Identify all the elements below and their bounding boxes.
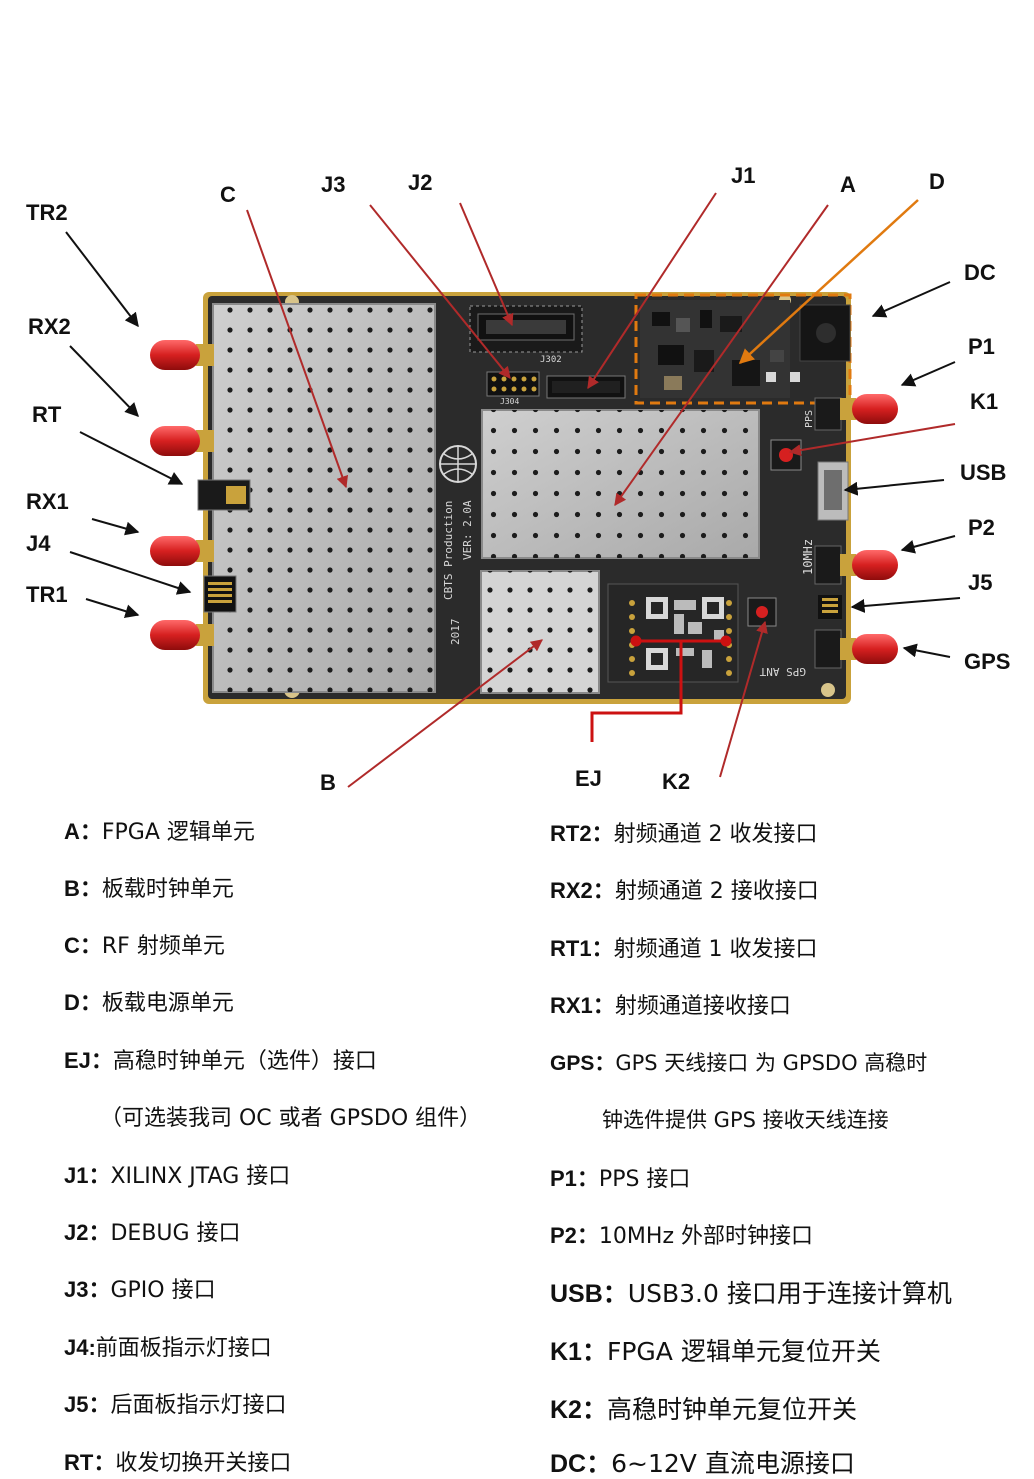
label-j5: J5 (968, 570, 993, 595)
legend-item: P2：10MHz 外部时钟接口 (550, 1223, 813, 1249)
p2-connector (840, 550, 898, 580)
p1-connector (840, 394, 898, 424)
gps-header (814, 629, 842, 669)
legend-item: （可选装我司 OC 或者 GPSDO 组件） (100, 1106, 482, 1131)
rx2-connector (150, 426, 214, 456)
freq-silkscreen: 10MHz (801, 539, 815, 575)
rx1-connector (150, 536, 214, 566)
clock-shield (480, 570, 600, 694)
gps-ant-silkscreen: GPS ANT (759, 665, 806, 678)
legend-item: DC：6~12V 直流电源接口 (550, 1449, 855, 1478)
legend-item: J2：DEBUG 接口 (64, 1220, 241, 1246)
j304-silkscreen: J304 (500, 397, 519, 406)
legend-item: RX1：射频通道接收接口 (550, 993, 791, 1019)
dc-jack (799, 304, 851, 362)
fpga-reset-button (770, 439, 802, 471)
legend-item: EJ：高稳时钟单元（选件）接口 (64, 1048, 377, 1074)
front-led-header (203, 575, 237, 613)
label-j4: J4 (26, 531, 51, 556)
label-p1: P1 (968, 334, 995, 359)
clock-reset-button (747, 597, 777, 627)
legend-item: J3：GPIO 接口 (64, 1277, 216, 1303)
label-d: D (929, 169, 945, 194)
legend-item: RX2：射频通道 2 接收接口 (550, 878, 819, 904)
oscillator-socket (607, 583, 739, 683)
legend-item: GPS：GPS 天线接口 为 GPSDO 高稳时 (550, 1051, 928, 1075)
label-j1: J1 (731, 163, 756, 188)
year-silkscreen: 2017 (449, 619, 462, 646)
legend-item: K1：FPGA 逻辑单元复位开关 (550, 1337, 881, 1366)
gpio-header (486, 371, 540, 397)
jtag-header (546, 375, 626, 399)
pps-silkscreen: PPS (804, 410, 815, 428)
power-unit (634, 293, 852, 405)
legend-item: K2：高稳时钟单元复位开关 (550, 1395, 857, 1424)
label-dc: DC (964, 260, 996, 285)
rt-switch-jack (197, 479, 251, 511)
debug-connector (469, 305, 583, 353)
j302-silkscreen: J302 (540, 355, 562, 365)
tr2-connector (150, 340, 214, 370)
legend-item: D：板载电源单元 (64, 990, 234, 1016)
label-p2: P2 (968, 515, 995, 540)
legend-item: J1：XILINX JTAG 接口 (64, 1163, 291, 1189)
side-arrows (65, 231, 961, 658)
leader-lines (246, 192, 956, 788)
label-tr2: TR2 (26, 200, 68, 225)
label-tr1: TR1 (26, 582, 68, 607)
legend-item: A：FPGA 逻辑单元 (64, 819, 255, 845)
usb-connector (817, 461, 849, 521)
ej-highlight (590, 635, 732, 742)
fpga-shield (481, 409, 760, 559)
legend-item: J4:前面板指示灯接口 (64, 1335, 272, 1361)
legend-item: C：RF 射频单元 (64, 933, 225, 959)
pps-header (814, 397, 842, 431)
label-a: A (840, 172, 856, 197)
legend-item: RT：收发切换开关接口 (64, 1450, 292, 1476)
label-gps: GPS (964, 649, 1011, 674)
legend-item: USB：USB3.0 接口用于连接计算机 (550, 1279, 952, 1308)
label-j3: J3 (321, 172, 346, 197)
gps-connector (840, 634, 898, 664)
label-k2: K2 (662, 769, 691, 794)
label-k1: K1 (970, 389, 999, 414)
version-silkscreen: VER: 2.0A (461, 500, 474, 560)
rear-led-header (818, 595, 842, 619)
label-b: B (320, 770, 336, 795)
power-leader (738, 199, 919, 365)
board-logo (439, 445, 477, 483)
label-usb: USB (960, 460, 1007, 485)
legend-item: RT1：射频通道 1 收发接口 (550, 936, 818, 962)
legend-item: RT2：射频通道 2 收发接口 (550, 821, 818, 847)
label-c: C (220, 182, 236, 207)
label-rx2: RX2 (28, 314, 71, 339)
legend-item: B：板载时钟单元 (64, 876, 234, 902)
ext-clock-header (814, 545, 842, 585)
tr1-connector (150, 620, 214, 650)
brand-silkscreen: CBTS Production (442, 501, 455, 600)
label-j2: J2 (408, 170, 433, 195)
label-rx1: RX1 (26, 489, 69, 514)
label-rt: RT (32, 402, 62, 427)
legend-item: J5：后面板指示灯接口 (64, 1392, 287, 1418)
label-ej: EJ (575, 766, 602, 791)
legend-item: P1：PPS 接口 (550, 1166, 691, 1192)
legend-item: 钟选件提供 GPS 接收天线连接 (602, 1108, 889, 1132)
